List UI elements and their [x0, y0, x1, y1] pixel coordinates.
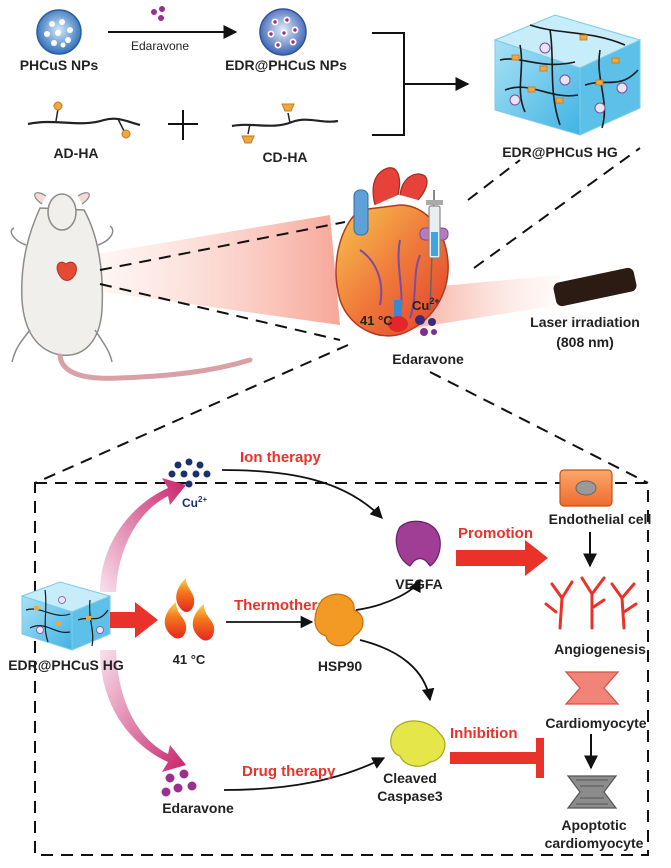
cardiomyocyte-icon	[564, 671, 620, 705]
zoom-line-rat-2	[99, 283, 341, 341]
panel-temp-label: 41 °C	[173, 652, 206, 667]
rat-icon	[10, 192, 253, 381]
inhibition-arrow	[450, 738, 544, 778]
caspase3-protein-icon	[390, 720, 446, 767]
ad-ha-polymer-icon	[27, 101, 141, 139]
promotion-label: Promotion	[458, 525, 533, 542]
cardiomyocyte-label: Cardiomyocyte	[545, 715, 646, 731]
apoptotic-cardiomyocyte-icon	[566, 775, 618, 809]
ion-therapy-label: Ion therapy	[240, 449, 322, 466]
cd-ha-polymer-icon	[231, 103, 339, 144]
angiogenesis-label: Angiogenesis	[554, 641, 646, 657]
hydrogel-cube-icon	[493, 14, 642, 136]
cu-ion-label: Cu2+	[182, 495, 207, 510]
laser-label-1: Laser irradiation	[530, 314, 640, 330]
heart-drug-label: Edaravone	[392, 351, 464, 367]
laser-device-icon	[553, 267, 637, 307]
ad-ha-label: AD-HA	[53, 145, 98, 161]
pink-arrow-down	[100, 650, 186, 772]
plus-icon	[168, 110, 198, 140]
promotion-arrow	[456, 540, 548, 576]
mechanism-panel-frame	[34, 482, 649, 856]
apoptotic-label-1: Apoptotic	[561, 817, 627, 833]
vegfa-label: VEGFA	[395, 576, 442, 592]
drug-therapy-label: Drug therapy	[242, 763, 336, 780]
zoom-line-rat-1	[99, 221, 346, 271]
drug-arrow-label: Edaravone	[131, 39, 189, 53]
phcus-nanoparticle-icon	[36, 9, 82, 55]
phcus-label: PHCuS NPs	[20, 57, 99, 73]
flame-icon	[164, 578, 215, 641]
ion-therapy-arrow	[221, 469, 383, 519]
hsp-to-caspase-arrow	[359, 639, 435, 702]
zoom-line-panel-2	[429, 371, 649, 484]
caspase-label-2: Caspase3	[377, 788, 443, 804]
zoom-line-hg-1	[467, 159, 521, 201]
heart-cu-label: Cu2+	[412, 296, 440, 313]
zoom-line-panel-1	[34, 344, 349, 484]
vegfa-protein-icon	[395, 520, 441, 567]
inhibition-label: Inhibition	[450, 725, 517, 742]
hydrogel-small-label: EDR@PHCuS HG	[8, 657, 124, 673]
angiogenesis-icon	[544, 576, 638, 630]
edaravone-dots-icon	[151, 6, 165, 21]
edaravone-panel-dots-icon	[161, 769, 197, 797]
cu-ion-dots-icon	[168, 458, 211, 488]
drug-therapy-arrow	[223, 757, 386, 791]
apoptotic-label-2: cardiomyocyte	[545, 835, 644, 851]
laser-label-2: (808 nm)	[556, 334, 614, 350]
zoom-line-hg-2	[473, 147, 641, 269]
laser-beam-left	[90, 215, 340, 325]
heart-icon	[335, 167, 449, 337]
hydrogel-small-icon	[20, 581, 112, 651]
edr-np-label: EDR@PHCuS NPs	[225, 57, 347, 73]
heart-temp-label: 41 °C	[360, 313, 393, 328]
syringe-icon	[426, 190, 443, 311]
edaravone-panel-label: Edaravone	[162, 800, 234, 816]
edr-nanoparticle-icon	[259, 8, 307, 56]
pink-arrow-up	[100, 478, 186, 592]
heat-arrow	[110, 602, 158, 638]
hsp90-label: HSP90	[318, 658, 363, 674]
cd-ha-label: CD-HA	[262, 149, 307, 165]
hsp-to-vegfa-arrow	[355, 578, 421, 611]
hydrogel-label: EDR@PHCuS HG	[502, 144, 618, 160]
caspase-label-1: Cleaved	[383, 770, 437, 786]
endothelial-label: Endothelial cell	[549, 511, 652, 527]
combine-bracket	[372, 32, 405, 136]
hsp90-protein-icon	[314, 593, 364, 647]
